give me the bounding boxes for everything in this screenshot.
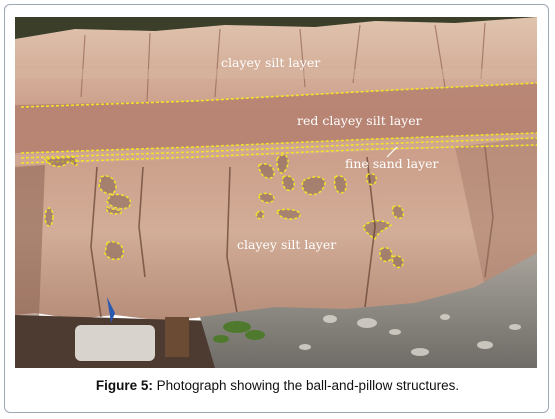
boundary-sand-lower bbox=[20, 144, 537, 164]
white-rock bbox=[75, 325, 155, 361]
label-fine-sand: fine sand layer bbox=[345, 156, 439, 171]
green-shrubs bbox=[213, 321, 265, 343]
layer-boundaries bbox=[20, 82, 537, 164]
boundary-red-sand-2 bbox=[20, 137, 537, 159]
boundary-red-sand-1 bbox=[20, 132, 537, 154]
caption-text: Photograph showing the ball-and-pillow s… bbox=[152, 378, 460, 393]
label-top-clayey-silt: clayey silt layer bbox=[221, 55, 320, 70]
boundary-top-red bbox=[20, 82, 537, 108]
blue-tarp bbox=[107, 297, 115, 323]
right-shadow bbox=[455, 137, 537, 287]
label-bottom-clayey-silt: clayey silt layer bbox=[237, 237, 336, 252]
left-shadow bbox=[15, 165, 45, 317]
figure-caption: Figure 5: Photograph showing the ball-an… bbox=[0, 378, 555, 393]
red-layer-band bbox=[15, 83, 537, 155]
ball-and-pillow-structures bbox=[43, 154, 405, 269]
scree-stones bbox=[299, 314, 521, 356]
wooden-stump bbox=[165, 317, 189, 357]
label-red-clayey-silt: red clayey silt layer bbox=[297, 113, 422, 128]
fine-sand-pointer bbox=[386, 146, 398, 158]
outcrop-photograph: clayey silt layer red clayey silt layer … bbox=[15, 17, 537, 368]
top-layer-blocks bbox=[80, 22, 486, 103]
scree-slope bbox=[200, 253, 537, 368]
caption-label: Figure 5: bbox=[95, 378, 153, 393]
